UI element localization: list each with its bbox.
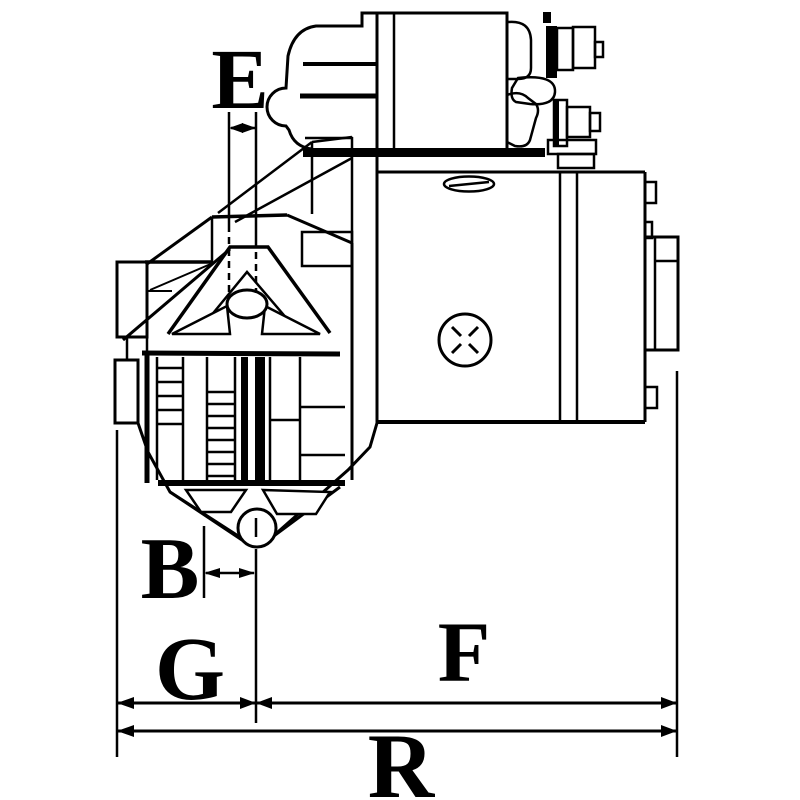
arrowhead-r-left — [117, 725, 134, 737]
motor-body — [377, 170, 680, 424]
arrowhead-e-right — [242, 123, 256, 133]
mounting-tab-lower — [113, 358, 140, 425]
rib-cutout-right — [260, 304, 321, 336]
arrowhead-g-right — [240, 697, 256, 709]
mounting-flange — [113, 130, 379, 549]
dimension-e — [227, 112, 258, 295]
arrowhead-f-right — [661, 697, 677, 709]
phillips-screw-head — [437, 312, 493, 368]
arrowhead-e-left — [229, 123, 243, 133]
arrowhead-b-left — [204, 568, 220, 578]
lower-cutout-right — [260, 488, 333, 516]
dimension-g-f — [117, 697, 677, 709]
rear-bump-top — [643, 180, 658, 205]
upper-terminal-bracket-lower — [510, 76, 557, 106]
arrowhead-b-right — [239, 568, 255, 578]
dimension-e-label: E — [211, 31, 268, 127]
upper-stud-nut — [571, 25, 597, 70]
lower-terminal-bracket — [506, 91, 540, 148]
solenoid — [265, 11, 545, 157]
terminal-connector-step2 — [556, 152, 596, 170]
flange-right-pocket — [300, 230, 354, 268]
arrowhead-r-right — [661, 725, 677, 737]
dimension-r — [117, 725, 677, 737]
pinion-gear-detail — [155, 357, 345, 483]
lower-stud-nut — [565, 105, 592, 139]
mounting-tab-upper — [115, 260, 149, 339]
rib-cutout-left — [171, 304, 232, 336]
dimension-r-label: R — [368, 715, 436, 800]
dimension-g-label: G — [155, 620, 225, 719]
flange-top-hole — [225, 288, 269, 320]
dimensions — [115, 112, 679, 757]
lower-stud-tip — [588, 111, 602, 133]
dimension-f-label: F — [438, 604, 491, 700]
upper-stud-collar — [555, 26, 575, 72]
rear-bump-bottom — [643, 385, 659, 410]
brush-end-cap — [643, 235, 680, 352]
lower-cutout-left — [183, 488, 249, 514]
yoke-oval-detail — [442, 175, 496, 193]
upper-stud-washer — [546, 26, 557, 78]
arrowhead-g-left — [117, 697, 134, 709]
dimension-b — [202, 526, 258, 723]
solenoid-terminal-studs — [506, 12, 605, 170]
dimension-b-label: B — [141, 521, 200, 618]
terminal-notch — [543, 12, 551, 23]
solenoid-base-bar — [303, 148, 545, 157]
arrowhead-f-left — [256, 697, 272, 709]
upper-stud-tip — [593, 40, 605, 59]
upper-terminal-bracket — [507, 20, 533, 81]
